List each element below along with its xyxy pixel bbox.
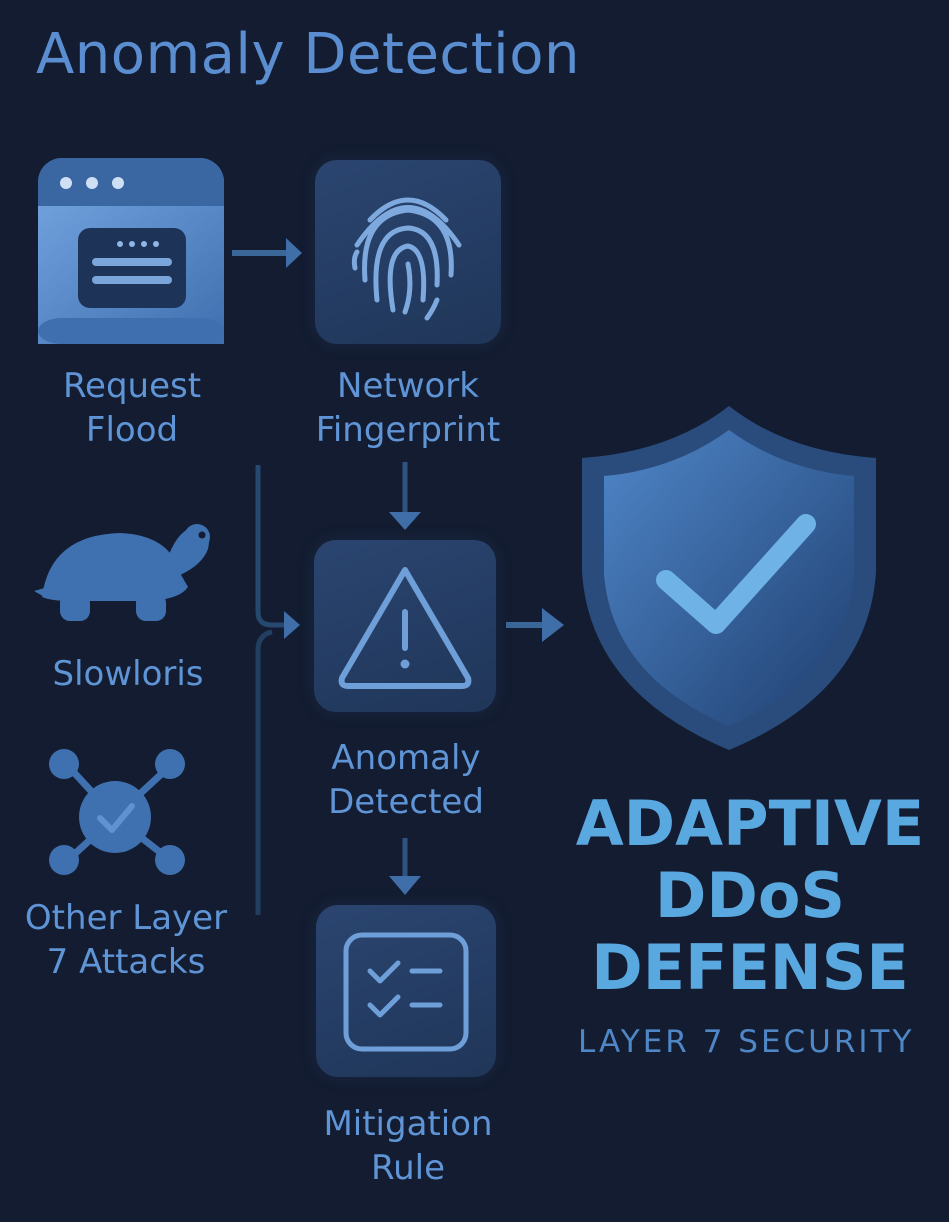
- turtle-icon: [34, 524, 210, 621]
- browser-window-icon: [38, 158, 224, 344]
- request-flood-node: [38, 158, 224, 344]
- slowloris-label: Slowloris: [52, 654, 204, 694]
- anomaly-detected-label: Anomaly Detected: [328, 738, 484, 822]
- network-fingerprint-label: Network Fingerprint: [315, 366, 501, 450]
- hero-subtitle: LAYER 7 SECURITY: [578, 1024, 915, 1060]
- hero-title: ADAPTIVE DDoS DEFENSE: [575, 787, 925, 1004]
- request-flood-label: Request Flood: [62, 366, 202, 450]
- mitigation-rule-label: Mitigation Rule: [323, 1104, 493, 1188]
- checklist-icon: [343, 932, 469, 1052]
- shield-node: [578, 402, 880, 754]
- arrow-left-feed: [255, 465, 290, 628]
- shield-check-icon: [582, 406, 876, 750]
- slowloris-node: [30, 515, 215, 627]
- network-fingerprint-node: [315, 160, 501, 344]
- mitigation-rule-node: [316, 905, 496, 1077]
- other-attacks-node: [40, 742, 190, 882]
- line-lower-feed: [255, 629, 273, 915]
- warning-triangle-icon: [338, 567, 472, 689]
- other-attacks-label: Other Layer 7 Attacks: [24, 898, 228, 982]
- anomaly-detected-node: [314, 540, 496, 712]
- network-nodes-icon: [49, 749, 185, 875]
- fingerprint-icon: [351, 197, 462, 321]
- page-title: Anomaly Detection: [36, 22, 580, 87]
